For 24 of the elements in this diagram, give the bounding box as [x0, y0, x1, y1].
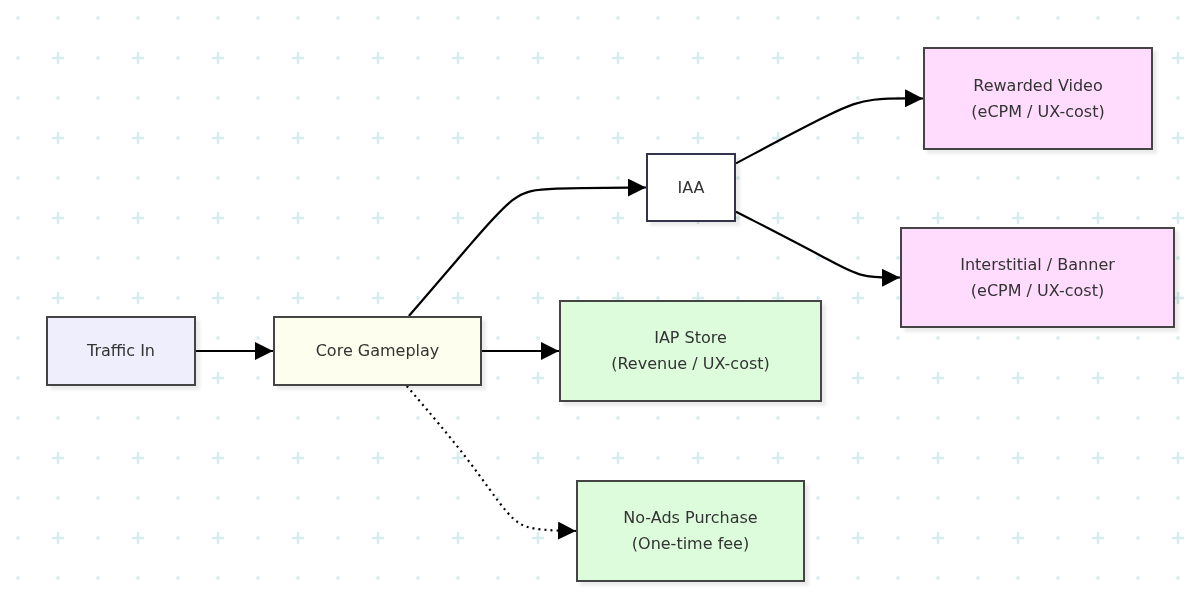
node-label: Core Gameplay [315, 340, 440, 362]
node-label: (eCPM / UX-cost) [971, 100, 1105, 123]
node-label: Rewarded Video [973, 74, 1103, 97]
process-box [559, 300, 822, 402]
arrow [408, 178, 646, 317]
process-box [273, 316, 482, 386]
node-label: Traffic In [87, 340, 155, 362]
process-box [576, 480, 805, 582]
process-box [900, 227, 1175, 328]
node-label: (Revenue / UX-cost) [611, 353, 770, 375]
node-label: Interstitial / Banner [960, 253, 1115, 276]
arrow [196, 342, 273, 360]
node-label: IAP Store [654, 327, 727, 349]
arrow [735, 210, 900, 287]
dotted-arrow [405, 385, 577, 540]
node-label: (One-time fee) [631, 533, 750, 555]
arrow [482, 342, 559, 360]
process-box [923, 47, 1153, 150]
node-label: No-Ads Purchase [623, 507, 758, 529]
arrow [735, 89, 923, 165]
node-label: (eCPM / UX-cost) [970, 279, 1105, 302]
node-label: IAA [677, 176, 705, 199]
process-box [646, 153, 736, 222]
process-box [46, 316, 196, 386]
